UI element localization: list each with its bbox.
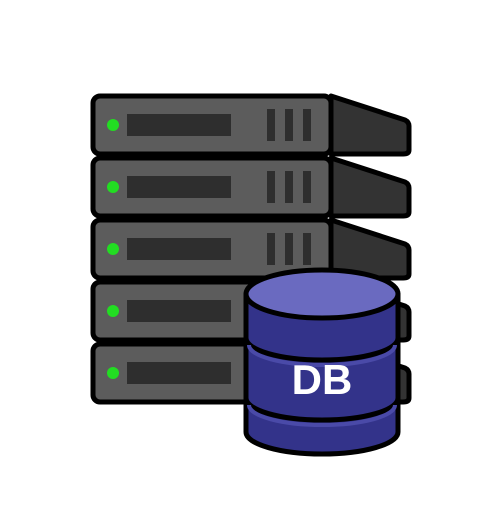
- status-led-icon: [107, 305, 119, 317]
- server-unit: [90, 155, 412, 219]
- drive-slot: [127, 238, 231, 260]
- vent-bar: [303, 233, 311, 265]
- server-side-panel: [328, 93, 412, 157]
- vent-bar: [285, 233, 293, 265]
- server-unit: [90, 217, 412, 281]
- vent-bar: [303, 171, 311, 203]
- vent-bar: [267, 171, 275, 203]
- vent-bar: [285, 171, 293, 203]
- drive-slot: [127, 362, 231, 384]
- server-unit: [90, 93, 412, 157]
- database-body: [243, 291, 401, 457]
- vent-bar: [285, 109, 293, 141]
- database-top: [243, 267, 401, 321]
- drive-slot: [127, 114, 231, 136]
- database-band-2-highlight: [247, 404, 397, 427]
- database-cylinder-icon: DB: [243, 267, 401, 457]
- server-side-panel: [328, 155, 412, 219]
- database-band-2: [243, 397, 401, 423]
- status-led-icon: [107, 119, 119, 131]
- status-led-icon: [107, 243, 119, 255]
- status-led-icon: [107, 367, 119, 379]
- database-band-1-highlight: [247, 344, 397, 367]
- database-band-1: [243, 337, 401, 363]
- database-label: DB: [292, 356, 353, 403]
- vent-bar: [267, 109, 275, 141]
- drive-slot: [127, 176, 231, 198]
- drive-slot: [127, 300, 231, 322]
- server-side-panel: [328, 217, 412, 281]
- vent-bar: [267, 233, 275, 265]
- vent-bar: [303, 109, 311, 141]
- status-led-icon: [107, 181, 119, 193]
